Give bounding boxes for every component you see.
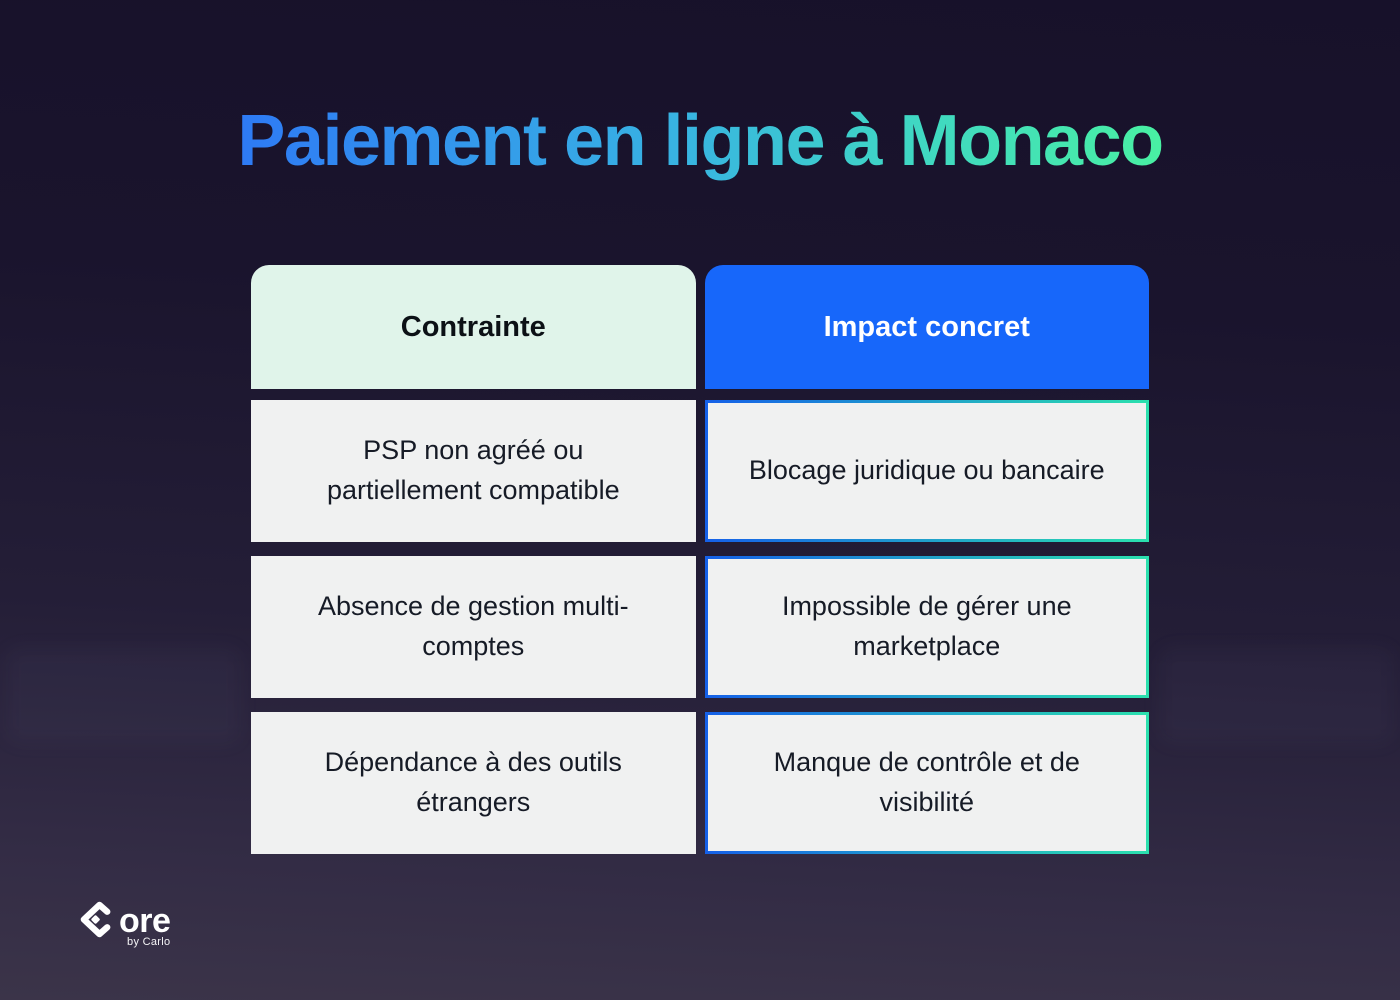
background-watermark-right: [1159, 648, 1394, 743]
impact-cell: Blocage juridique ou bancaire: [705, 400, 1149, 542]
comparison-table: Contrainte Impact concret PSP non agréé …: [251, 265, 1149, 868]
page-title: Paiement en ligne à Monaco: [237, 101, 1164, 181]
table-header-row: Contrainte Impact concret: [251, 265, 1149, 389]
impact-cell: Manque de contrôle et de visibilité: [705, 712, 1149, 854]
impact-text: Impossible de gérer une marketplace: [781, 591, 1072, 661]
constraint-cell: Absence de gestion multi-comptes: [251, 556, 696, 698]
impact-text: Blocage juridique ou bancaire: [748, 455, 1105, 486]
table-row: Dépendance à des outils étrangers Manque…: [251, 712, 1149, 854]
table-row: Absence de gestion multi-comptes Impossi…: [251, 556, 1149, 698]
core-logo: ore by Carlo: [79, 901, 171, 948]
core-logo-c-icon: [80, 901, 111, 938]
header-cell-impact-concret: Impact concret: [704, 265, 1149, 389]
impact-cell: Impossible de gérer une marketplace: [705, 556, 1149, 698]
constraint-cell: Dépendance à des outils étrangers: [251, 712, 696, 854]
core-logo-wordmark: ore: [79, 901, 171, 940]
header-cell-contrainte: Contrainte: [251, 265, 696, 389]
core-logo-text: ore: [119, 901, 171, 940]
constraint-text: Absence de gestion multi-comptes: [317, 591, 629, 661]
core-logo-byline: by Carlo: [127, 936, 171, 948]
constraint-cell: PSP non agréé ou partiellement compatibl…: [251, 400, 696, 542]
table-row: PSP non agréé ou partiellement compatibl…: [251, 400, 1149, 542]
constraint-text: PSP non agréé ou partiellement compatibl…: [326, 435, 620, 505]
impact-text: Manque de contrôle et de visibilité: [773, 747, 1080, 817]
constraint-text: Dépendance à des outils étrangers: [324, 747, 622, 817]
background-watermark-left: [6, 648, 241, 743]
